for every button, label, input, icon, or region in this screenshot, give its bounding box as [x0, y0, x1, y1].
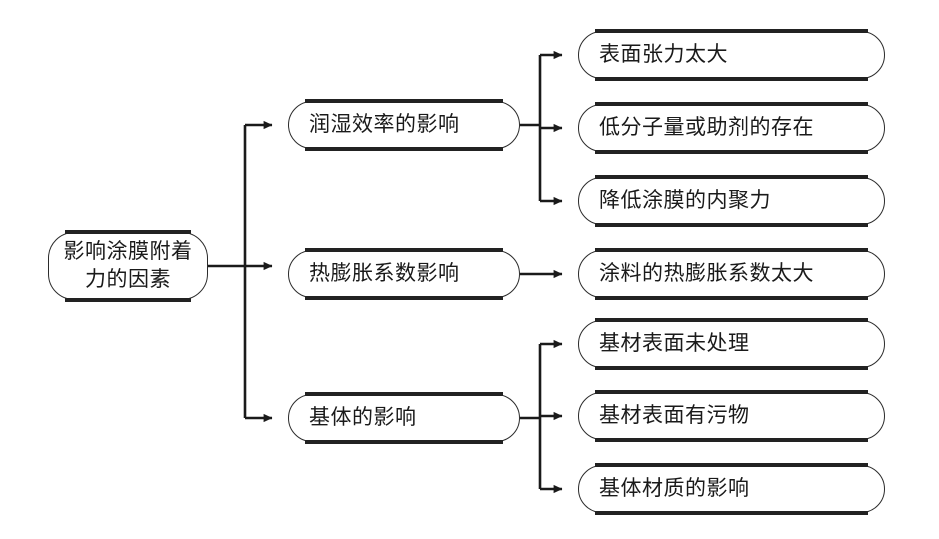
node-accent-bar-top	[305, 99, 503, 103]
node-accent-bar-bottom	[305, 440, 503, 444]
connector-root-fanout	[208, 120, 273, 423]
node-accent-bar-bottom	[595, 438, 868, 442]
node-accent-bar-bottom	[305, 147, 503, 151]
node-leaf-contaminant-label: 基材表面有污物	[599, 404, 750, 428]
node-accent-bar-bottom	[305, 296, 503, 300]
node-root[interactable]: 影响涂膜附着 力的因素	[48, 230, 208, 302]
node-branch-substrate-label: 基体的影响	[309, 406, 417, 430]
node-leaf-low-molecular-label: 低分子量或助剂的存在	[599, 116, 814, 140]
node-accent-bar-bottom	[595, 296, 868, 300]
node-accent-bar-top	[595, 29, 868, 33]
node-branch-thermal[interactable]: 热膨胀系数影响	[288, 248, 520, 300]
connector-substrate-fanout	[520, 339, 563, 494]
node-accent-bar-top	[595, 390, 868, 394]
node-leaf-substrate-material[interactable]: 基体材质的影响	[578, 463, 885, 515]
node-leaf-low-molecular[interactable]: 低分子量或助剂的存在	[578, 102, 885, 154]
node-leaf-contaminant[interactable]: 基材表面有污物	[578, 390, 885, 442]
node-accent-bar-top	[305, 392, 503, 396]
node-accent-bar-bottom	[65, 298, 191, 302]
node-leaf-cohesion-label: 降低涂膜的内聚力	[599, 189, 771, 213]
node-leaf-coating-expansion-label: 涂料的热膨胀系数太大	[599, 262, 814, 286]
node-branch-wetting[interactable]: 润湿效率的影响	[288, 99, 520, 151]
node-accent-bar-top	[65, 230, 191, 234]
node-accent-bar-bottom	[595, 150, 868, 154]
node-accent-bar-top	[595, 175, 868, 179]
node-accent-bar-bottom	[595, 77, 868, 81]
node-accent-bar-bottom	[595, 223, 868, 227]
node-leaf-surface-tension-label: 表面张力太大	[599, 43, 728, 67]
connector-wetting-fanout	[520, 50, 563, 206]
node-branch-substrate[interactable]: 基体的影响	[288, 392, 520, 444]
node-leaf-cohesion[interactable]: 降低涂膜的内聚力	[578, 175, 885, 227]
node-branch-thermal-label: 热膨胀系数影响	[309, 262, 460, 286]
node-leaf-substrate-material-label: 基体材质的影响	[599, 477, 750, 501]
node-accent-bar-bottom	[595, 511, 868, 515]
node-leaf-untreated-label: 基材表面未处理	[599, 332, 750, 356]
node-branch-wetting-label: 润湿效率的影响	[309, 113, 460, 137]
node-accent-bar-bottom	[595, 366, 868, 370]
node-accent-bar-top	[595, 102, 868, 106]
node-root-label: 影响涂膜附着 力的因素	[63, 240, 193, 291]
node-accent-bar-top	[595, 248, 868, 252]
node-accent-bar-top	[595, 318, 868, 322]
node-leaf-untreated[interactable]: 基材表面未处理	[578, 318, 885, 370]
node-leaf-surface-tension[interactable]: 表面张力太大	[578, 29, 885, 81]
node-accent-bar-top	[305, 248, 503, 252]
node-leaf-coating-expansion[interactable]: 涂料的热膨胀系数太大	[578, 248, 885, 300]
node-accent-bar-top	[595, 463, 868, 467]
